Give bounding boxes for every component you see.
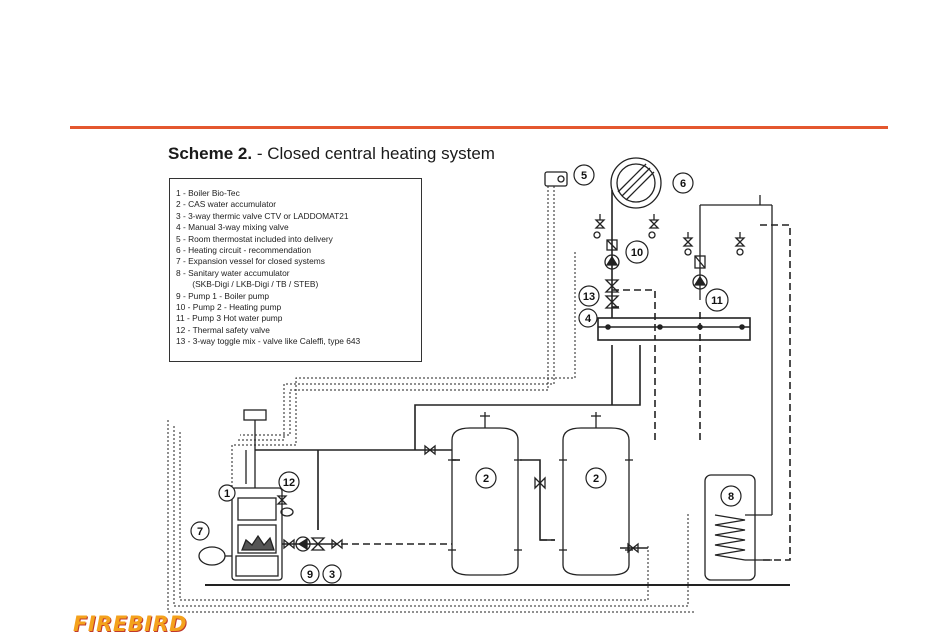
legend-item: 9 - Pump 1 - Boiler pump [176, 290, 270, 301]
thermal-safety-valve [276, 495, 294, 517]
scheme-title-text: - Closed central heating system [252, 144, 495, 163]
hot-water-pump [692, 255, 708, 290]
label-circle-2b [585, 467, 607, 489]
label-4: 4 [585, 313, 592, 325]
legend-item: 3 - 3-way thermic valve CTV or LADDOMAT2… [176, 210, 349, 221]
main-pipes [255, 345, 648, 549]
component-labels [190, 164, 742, 584]
legend-box: 1 - Boiler Bio-Tec 2 - CAS water accumul… [169, 178, 422, 362]
legend-item: 7 - Expansion vessel for closed systems [176, 256, 325, 267]
label-1: 1 [224, 488, 230, 500]
heating-circuit [610, 157, 662, 209]
tank-link-valve [534, 476, 546, 490]
sanitary-water-tank [699, 195, 773, 581]
label-11: 11 [711, 295, 723, 307]
control-cables [167, 186, 694, 613]
label-circle-12 [278, 471, 300, 493]
label-10: 10 [631, 247, 643, 259]
label-circle-13 [578, 285, 600, 307]
drain-valve [627, 542, 639, 554]
label-8: 8 [728, 491, 734, 503]
label-2b: 2 [593, 473, 599, 485]
room-thermostat [544, 171, 568, 187]
legend-item: 6 - Heating circuit - recommendation [176, 245, 311, 256]
label-circle-6 [672, 172, 694, 194]
thermic-valve [310, 520, 343, 551]
label-3: 3 [329, 569, 335, 581]
legend-item: (SKB-Digi / LKB-Digi / TB / STEB) [176, 279, 319, 290]
label-6: 6 [680, 178, 686, 190]
label-circle-3 [322, 564, 342, 584]
label-circle-9 [300, 564, 320, 584]
scheme-title-number: Scheme 2. [168, 144, 253, 163]
expansion-vessel [198, 546, 232, 566]
label-circle-4 [578, 308, 598, 328]
distribution-manifold [597, 190, 751, 341]
legend-item: 5 - Room thermostat included into delive… [176, 233, 333, 244]
heating-pump [604, 239, 620, 270]
firebird-logo: FIREBIRD [73, 612, 188, 636]
label-circle-10 [625, 240, 649, 264]
scheme-title: Scheme 2. - Closed central heating syste… [168, 144, 495, 164]
legend-item: 2 - CAS water accumulator [176, 199, 277, 210]
accumulator-tank-left [448, 412, 522, 576]
safety-valves [593, 214, 746, 256]
return-lines [330, 224, 791, 561]
boiler-pump [283, 536, 311, 552]
legend-item: 4 - Manual 3-way mixing valve [176, 222, 289, 233]
legend-item: 1 - Boiler Bio-Tec [176, 188, 240, 198]
label-circle-11 [705, 288, 729, 312]
label-12: 12 [283, 477, 295, 489]
legend-item: 13 - 3-way toggle mix - valve like Calef… [176, 336, 361, 347]
legend-item: 10 - Pump 2 - Heating pump [176, 302, 282, 313]
label-5: 5 [581, 170, 587, 182]
label-circle-8 [720, 485, 742, 507]
label-circle-5 [573, 164, 595, 186]
label-2a: 2 [483, 473, 489, 485]
legend-item: 11 - Pump 3 Hot water pump [176, 313, 283, 324]
accumulator-tank-right [559, 412, 633, 576]
toggle-mixing-valves [604, 279, 620, 309]
header-divider [70, 126, 888, 129]
label-circle-2a [475, 467, 497, 489]
legend-item: 12 - Thermal safety valve [176, 324, 270, 335]
label-7: 7 [197, 526, 203, 538]
boiler [231, 409, 283, 581]
label-9: 9 [307, 569, 313, 581]
label-circle-1 [218, 484, 236, 502]
supply-valve [424, 444, 436, 456]
label-13: 13 [583, 291, 595, 303]
label-circle-7 [190, 521, 210, 541]
legend-item: 8 - Sanitary water accumulator [176, 267, 290, 278]
